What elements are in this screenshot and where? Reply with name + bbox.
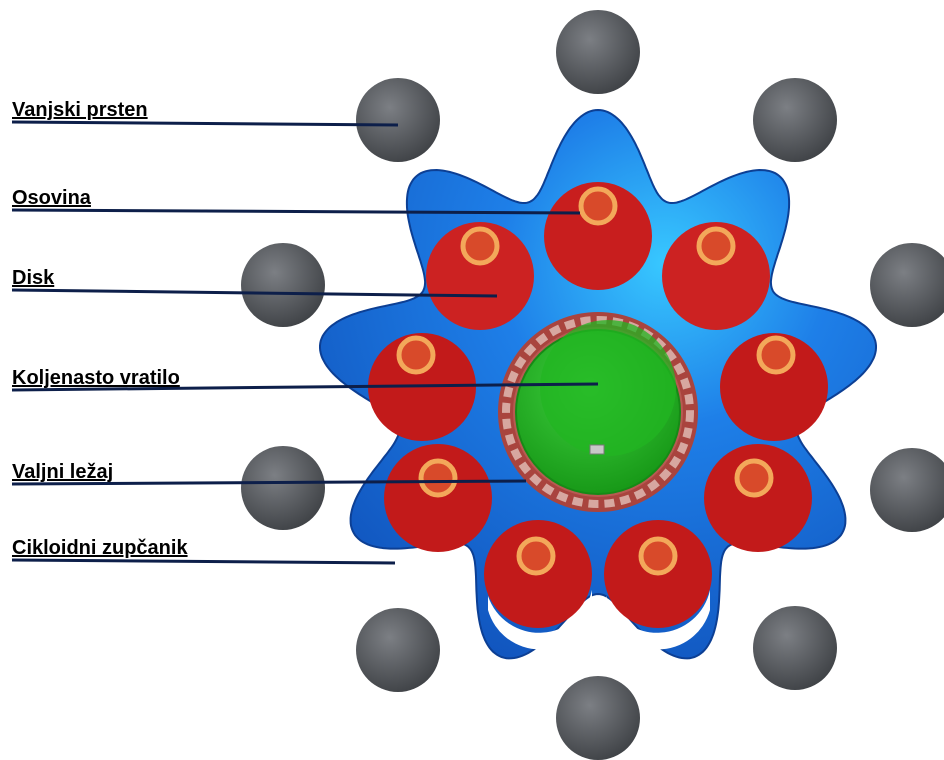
pin	[516, 536, 556, 576]
bearing-rollers	[502, 316, 694, 508]
outer-roller	[870, 448, 944, 532]
labels: Vanjski prsten Osovina Disk Koljenasto v…	[12, 99, 188, 559]
outer-roller	[556, 10, 640, 94]
pin	[756, 335, 796, 375]
outer-roller	[241, 243, 325, 327]
gear-hole-gaps	[488, 590, 710, 650]
outer-ring-rollers	[241, 10, 944, 760]
hole-gap	[488, 590, 592, 650]
pin	[734, 458, 774, 498]
outer-roller	[870, 243, 944, 327]
label-outer-ring: Vanjski prsten	[12, 99, 148, 121]
pin	[418, 458, 458, 498]
label-crankshaft: Koljenasto vratilo	[12, 367, 180, 389]
label-disk: Disk	[12, 267, 55, 289]
pin	[578, 186, 618, 226]
pin	[460, 226, 500, 266]
leader-lines	[11, 120, 599, 565]
crankshaft-shaft	[540, 320, 676, 456]
outer-roller	[556, 676, 640, 760]
crankshaft-key	[589, 444, 605, 455]
outer-roller	[753, 78, 837, 162]
disk-window	[662, 222, 770, 330]
outer-roller	[241, 446, 325, 530]
pin	[696, 226, 736, 266]
hole-gap	[606, 590, 710, 650]
label-cycloidal-gear: Cikloidni zupčanik	[12, 537, 188, 559]
disk-window	[544, 182, 652, 290]
disk-window	[720, 333, 828, 441]
leader-line-cycloidal-gear	[11, 558, 396, 565]
disk-window	[384, 444, 492, 552]
leader-line-pin	[11, 208, 581, 215]
outer-roller	[356, 608, 440, 692]
leader-line-disk	[11, 288, 498, 298]
disk-window	[704, 444, 812, 552]
disk-window	[426, 222, 534, 330]
pins	[396, 186, 796, 576]
leader-line-outer-ring	[11, 120, 399, 127]
pin	[638, 536, 678, 576]
label-pin: Osovina	[12, 187, 92, 209]
leader-line-roller-bearing	[11, 479, 527, 486]
pin	[396, 335, 436, 375]
outer-roller	[356, 78, 440, 162]
outer-roller	[753, 606, 837, 690]
leader-line-crankshaft	[11, 382, 599, 392]
crankshaft	[515, 320, 681, 495]
label-roller-bearing: Valjni ležaj	[12, 461, 113, 483]
